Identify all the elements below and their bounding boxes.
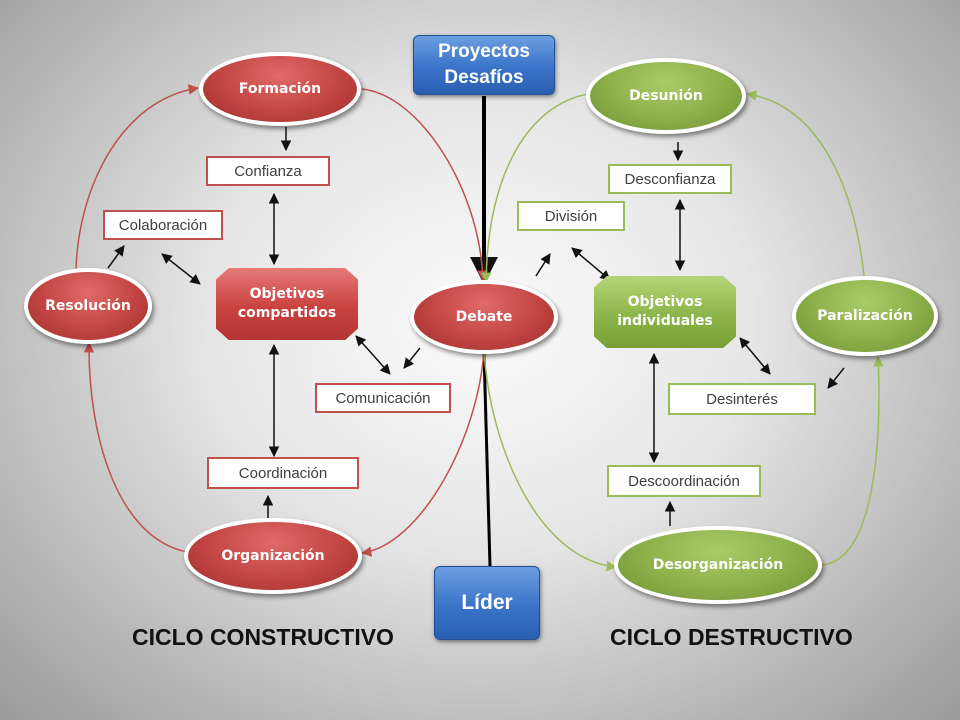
label-division: División <box>517 201 625 231</box>
label-coordinacion: Coordinación <box>207 457 359 489</box>
division-hub-arrow <box>571 247 611 281</box>
debate-division-arrow <box>535 253 551 277</box>
stage-formacion: Formación <box>199 52 361 126</box>
resolucion-colaboracion-arrow <box>107 245 125 269</box>
projects-challenges-box: Proyectos Desafíos <box>413 35 555 95</box>
hub-individuales-line1: Objetivos <box>627 294 703 311</box>
debate-to-desorganizacion-curve <box>483 349 618 572</box>
label-colaboracion: Colaboración <box>103 210 223 240</box>
title-constructive-cycle: CICLO CONSTRUCTIVO <box>132 624 394 650</box>
leader-box: Líder <box>434 566 540 640</box>
label-confianza: Confianza <box>206 156 330 186</box>
label-comunicacion: Comunicación <box>315 383 451 413</box>
hub-objetivos-compartidos: Objetivos compartidos <box>216 268 358 340</box>
label-desinteres: Desinterés <box>668 383 816 415</box>
stage-paralizacion: Paralización <box>792 276 938 356</box>
resolucion-label: Resolución <box>45 297 131 314</box>
projects-label: Proyectos <box>438 41 530 63</box>
label-desconfianza: Desconfianza <box>608 164 732 194</box>
debate-to-organizacion-curve <box>360 349 485 557</box>
hub-compartidos-line2: compartidos <box>237 305 337 321</box>
debate-label: Debate <box>455 308 513 325</box>
hub-objetivos-individuales: Objetivos individuales <box>594 276 736 348</box>
stage-resolucion: Resolución <box>24 268 152 344</box>
stage-desorganizacion: Desorganización <box>614 526 822 604</box>
paralizacion-label: Paralización <box>817 307 913 324</box>
hub-compartidos-line1: Objetivos <box>249 286 325 303</box>
leader-to-debate-line <box>482 351 492 567</box>
hub-individuales-line2: individuales <box>617 313 713 329</box>
organizacion-to-resolucion-curve <box>83 341 195 554</box>
desorganizacion-to-paralizacion-curve <box>821 355 884 566</box>
stage-organizacion: Organización <box>184 518 362 594</box>
title-destructive-cycle: CICLO DESTRUCTIVO <box>610 624 853 650</box>
colaboracion-hub-arrow <box>161 253 201 285</box>
desorganizacion-label: Desorganización <box>652 556 784 573</box>
debate-comunicacion-arrow <box>403 347 421 369</box>
resolucion-to-formacion-curve <box>75 84 200 271</box>
formacion-to-debate-curve <box>361 88 488 282</box>
paralizacion-to-desunion-curve <box>745 90 865 277</box>
stage-desunion: Desunión <box>586 58 746 134</box>
hub-desinteres-arrow <box>739 337 771 375</box>
challenges-label: Desafíos <box>444 67 524 88</box>
hub-comunicacion-arrow <box>355 335 391 375</box>
organizacion-label: Organización <box>221 547 325 564</box>
desunion-to-debate-curve <box>480 93 589 284</box>
leader-label: Líder <box>461 590 513 614</box>
label-descoordinacion: Descoordinación <box>607 465 761 497</box>
paralizacion-desinteres-arrow <box>827 367 845 389</box>
debate-node: Debate <box>410 280 558 354</box>
desunion-label: Desunión <box>629 87 703 104</box>
formacion-label: Formación <box>238 80 322 97</box>
